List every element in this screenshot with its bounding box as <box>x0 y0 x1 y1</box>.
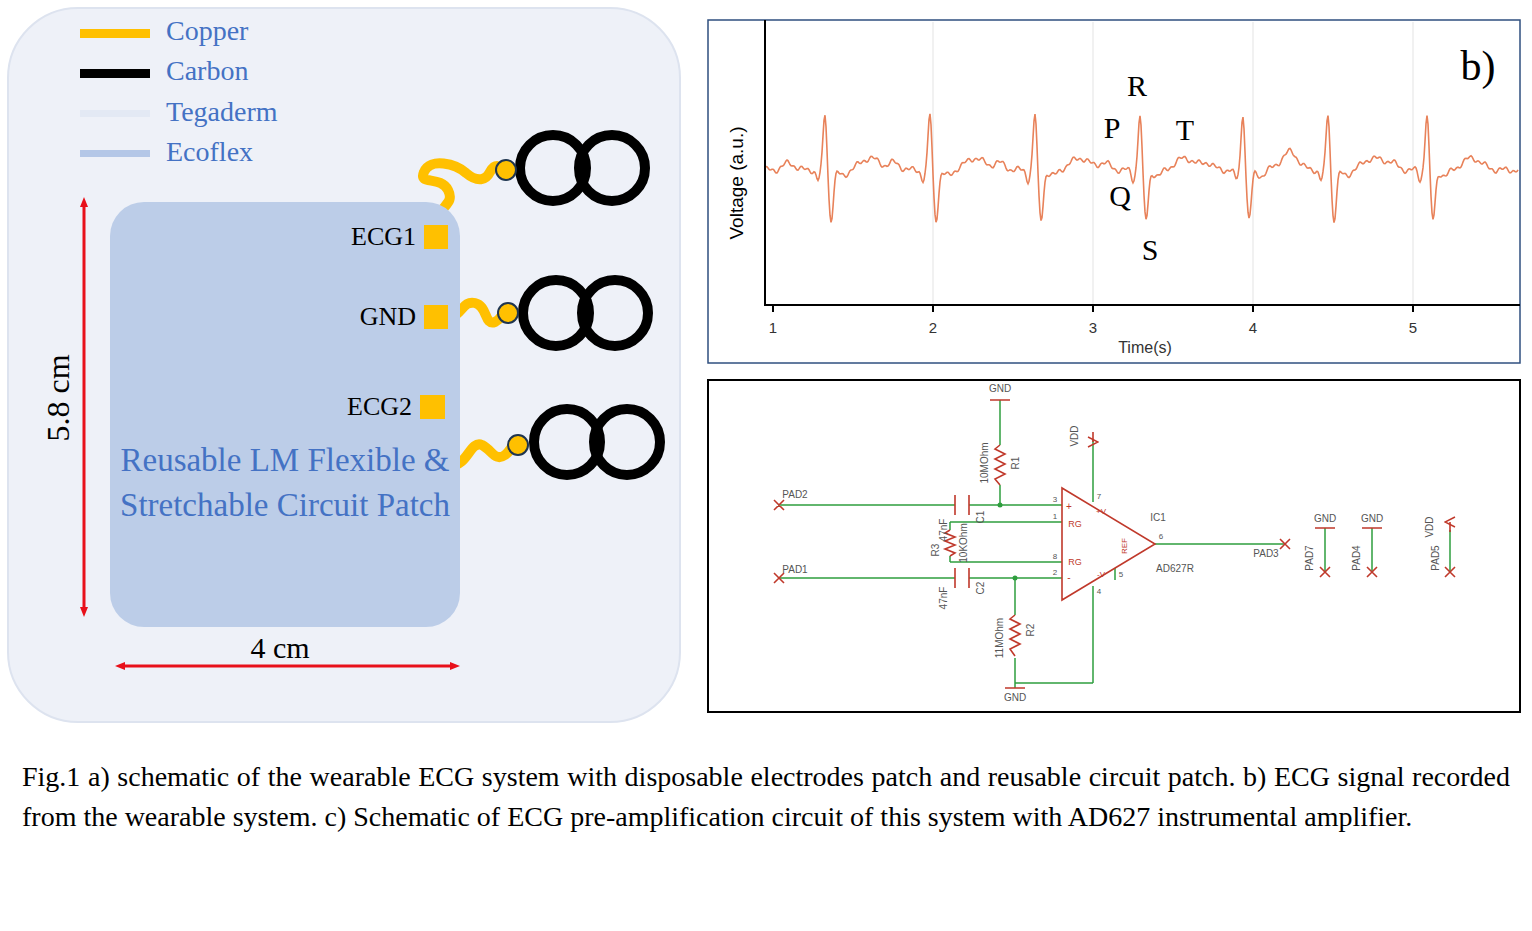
part-name: IC1 <box>1150 513 1166 523</box>
pin-number: 3 <box>1053 496 1057 504</box>
resistor-symbol <box>995 445 1005 485</box>
dimension-label: 5.8 cm <box>42 354 74 441</box>
pin-number: 5 <box>1119 571 1123 579</box>
pin-number: 7 <box>1097 493 1101 501</box>
chart-frame <box>708 20 1520 363</box>
component-name: R3 <box>931 544 941 557</box>
electrode-pad: ECG1 <box>424 225 448 249</box>
pad-name: PAD4 <box>1352 545 1362 570</box>
wave-label: T <box>1176 115 1194 145</box>
pin-number: 8 <box>1053 553 1057 561</box>
resistor-symbol <box>1010 615 1020 656</box>
net-label: GND <box>1004 693 1026 703</box>
legend-text: Carbon <box>166 55 248 87</box>
component-value: 11MOhm <box>995 618 1005 658</box>
opamp-symbol <box>1062 488 1155 600</box>
component-name: R2 <box>1026 624 1036 637</box>
pad-name: PAD1 <box>782 565 807 575</box>
legend-swatch <box>80 69 150 78</box>
component-value: 47nF <box>939 519 949 542</box>
pin-name: + <box>1066 502 1072 512</box>
component-value: 10MOhm <box>980 442 990 483</box>
figure-caption: Fig.1 a) schematic of the wearable ECG s… <box>22 757 1510 837</box>
ground-symbol <box>990 400 1382 688</box>
axis-title: Time(s) <box>1118 340 1172 356</box>
height-dimension <box>83 202 86 612</box>
component-name: C2 <box>976 582 986 595</box>
pad-label: ECG2 <box>347 392 412 422</box>
component-value: 47nF <box>939 587 949 610</box>
net-label: GND <box>1314 514 1336 524</box>
net-label: GND <box>1361 514 1383 524</box>
legend-swatch <box>80 110 150 117</box>
tick-label: 2 <box>929 320 937 335</box>
tick-label: 4 <box>1249 320 1257 335</box>
legend-swatch <box>80 29 150 38</box>
net-label: GND <box>989 384 1011 394</box>
pin-name: RG <box>1068 558 1082 567</box>
axis-title: Voltage (a.u.) <box>727 126 746 239</box>
pad-label: ECG1 <box>351 222 416 252</box>
dimension-label: 4 cm <box>250 633 309 663</box>
component-value: 10KOhm <box>959 523 969 562</box>
patch-title: Reusable LM Flexible & Stretchable Circu… <box>110 438 460 528</box>
wave-label: P <box>1104 113 1121 143</box>
part-name: AD627R <box>1156 564 1194 574</box>
capacitor-symbol <box>955 495 969 515</box>
legend-text: Copper <box>166 15 248 47</box>
legend-text: Ecoflex <box>166 136 253 168</box>
tegaderm-layer <box>8 8 680 722</box>
wave-label: R <box>1127 71 1147 101</box>
legend-text: Tegaderm <box>166 96 278 128</box>
electrode-contacts <box>496 160 528 455</box>
pin-name: - <box>1067 573 1070 583</box>
schematic-frame <box>708 380 1520 712</box>
panel-label: b) <box>1461 45 1496 87</box>
tick-label: 3 <box>1089 320 1097 335</box>
electrode-pad: GND <box>424 305 448 329</box>
tick-label: 5 <box>1409 320 1417 335</box>
pin-number: 1 <box>1053 513 1057 521</box>
electrode-pad: ECG2 <box>420 395 445 419</box>
width-dimension <box>120 665 455 668</box>
pin-name: +V <box>1096 508 1106 516</box>
pad-name: PAD5 <box>1431 545 1441 570</box>
tick-label: 1 <box>769 320 777 335</box>
net-label: VDD <box>1425 516 1435 537</box>
pin-name: RG <box>1068 520 1082 529</box>
pad-name: PAD2 <box>782 490 807 500</box>
component-name: R1 <box>1011 457 1021 470</box>
capacitor-symbol <box>955 568 969 588</box>
schematic-components <box>774 400 1455 688</box>
wave-label: Q <box>1109 181 1131 211</box>
pad-marks <box>774 500 1455 583</box>
component-name: C1 <box>976 511 986 524</box>
schematic-wires <box>778 400 1450 688</box>
pin-number: 6 <box>1159 533 1163 541</box>
pin-number: 4 <box>1097 588 1101 596</box>
pad-name: PAD3 <box>1253 549 1278 559</box>
pad-label: GND <box>360 302 416 332</box>
pad-name: PAD7 <box>1305 545 1315 570</box>
pin-number: 2 <box>1053 569 1057 577</box>
carbon-electrodes <box>520 135 660 475</box>
ecg-trace <box>766 114 1518 223</box>
pin-name: REF <box>1121 538 1129 554</box>
net-label: VDD <box>1070 425 1080 446</box>
junction-dots <box>998 503 1018 581</box>
pin-name: -V <box>1097 571 1105 579</box>
legend-swatch <box>80 150 150 157</box>
wave-label: S <box>1142 235 1159 265</box>
circuit-patch: Reusable LM Flexible & Stretchable Circu… <box>110 202 460 627</box>
chart-axes <box>764 20 1520 312</box>
